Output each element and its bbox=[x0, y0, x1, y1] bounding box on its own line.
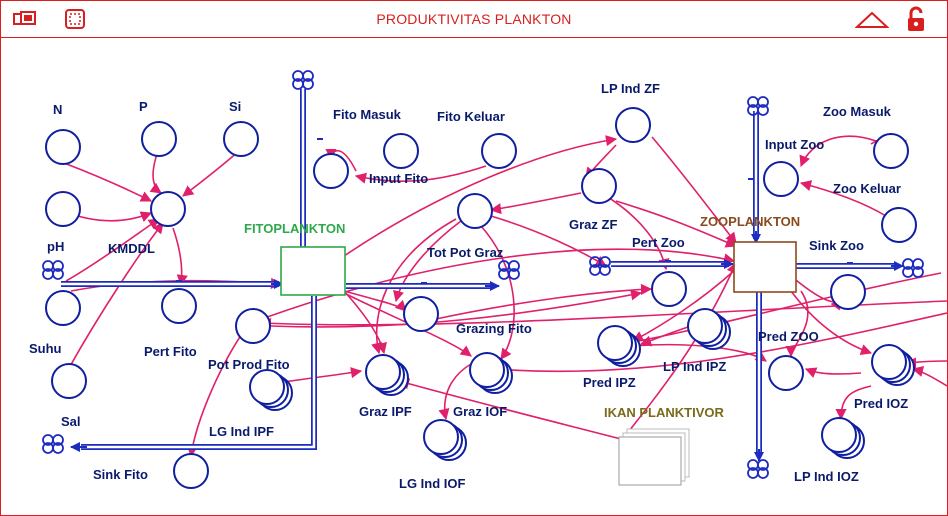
triangle-up-icon[interactable] bbox=[855, 11, 889, 29]
layers-icon[interactable] bbox=[13, 9, 37, 29]
window-title: PRODUKTIVITAS PLANKTON bbox=[376, 11, 572, 27]
label-pot-prod-fito: Pot Prod Fito bbox=[208, 357, 290, 372]
cloud-icon bbox=[498, 260, 520, 280]
labels: N P Si pH KMDDL Suhu Pert Fito Pot Prod … bbox=[29, 81, 908, 491]
label-lp-ind-zf: LP Ind ZF bbox=[601, 81, 660, 96]
label-kmddl: KMDDL bbox=[108, 241, 155, 256]
converter-input-fito bbox=[313, 153, 349, 189]
converter-suhu bbox=[51, 363, 87, 399]
converter-pred-ioz bbox=[871, 344, 915, 386]
converter-graz-zf bbox=[581, 168, 617, 204]
flows bbox=[61, 89, 904, 462]
zooplankton-stock[interactable] bbox=[733, 241, 797, 293]
converter-pred-zoo bbox=[768, 355, 804, 391]
converter-pert-zoo bbox=[651, 271, 687, 307]
label-zoo-keluar: Zoo Keluar bbox=[833, 181, 901, 196]
label-input-fito: Input Fito bbox=[369, 171, 428, 186]
label-tot-pot-graz: Tot Pot Graz bbox=[427, 245, 504, 260]
converter-fito-keluar bbox=[481, 133, 517, 169]
converter-zoo-keluar bbox=[881, 207, 917, 243]
label-fitoplankton: FITOPLANKTON bbox=[244, 221, 345, 236]
fitoplankton-stock[interactable] bbox=[280, 246, 346, 296]
converter-lg-ind-iof bbox=[423, 419, 467, 461]
converter-lp-ind-ioz bbox=[821, 417, 865, 459]
converter-pert-fito bbox=[161, 288, 197, 324]
converter-input-zoo bbox=[763, 161, 799, 197]
cloud-icon bbox=[292, 70, 314, 90]
cloud-icon bbox=[747, 459, 769, 479]
converter-tot-pot-graz bbox=[457, 193, 493, 229]
converter-lg-ind-ipf bbox=[249, 369, 293, 411]
converter-kmddl bbox=[150, 191, 186, 227]
converter-si bbox=[223, 121, 259, 157]
converter-lp-ind-ipz bbox=[687, 308, 731, 350]
stock-flow-diagram: N P Si pH KMDDL Suhu Pert Fito Pot Prod … bbox=[29, 70, 947, 491]
label-input-zoo: Input Zoo bbox=[765, 137, 824, 152]
cloud-icon bbox=[42, 434, 64, 454]
arrayed-converters[interactable] bbox=[249, 308, 915, 461]
label-pred-ioz: Pred IOZ bbox=[854, 396, 908, 411]
label-fito-masuk: Fito Masuk bbox=[333, 107, 402, 122]
label-zoo-masuk: Zoo Masuk bbox=[823, 104, 892, 119]
label-graz-ipf: Graz IPF bbox=[359, 404, 412, 419]
converter-pert-input bbox=[45, 290, 81, 326]
label-lg-ind-iof: LG Ind IOF bbox=[399, 476, 465, 491]
label-graz-iof: Graz IOF bbox=[453, 404, 507, 419]
label-suhu: Suhu bbox=[29, 341, 62, 356]
label-pred-ipz: Pred IPZ bbox=[583, 375, 636, 390]
label-zooplankton: ZOOPLANKTON bbox=[700, 214, 800, 229]
lock-open-icon[interactable] bbox=[906, 6, 926, 32]
label-lp-ind-ipz: LP Ind IPZ bbox=[663, 359, 726, 374]
converter-lp-ind-zf bbox=[615, 107, 651, 143]
label-sink-zoo: Sink Zoo bbox=[809, 238, 864, 253]
ikan-planktivor-stock[interactable] bbox=[618, 428, 690, 486]
label-fito-keluar: Fito Keluar bbox=[437, 109, 505, 124]
cloud-icon bbox=[589, 256, 611, 276]
converter-grazing-fito bbox=[403, 296, 439, 332]
label-sal: Sal bbox=[61, 414, 81, 429]
select-icon[interactable] bbox=[65, 9, 85, 29]
clouds bbox=[42, 70, 924, 479]
converters[interactable] bbox=[45, 107, 917, 489]
converter-p bbox=[141, 121, 177, 157]
label-pred-zoo: Pred ZOO bbox=[758, 329, 819, 344]
converter-ph bbox=[45, 191, 81, 227]
label-pert-fito: Pert Fito bbox=[144, 344, 197, 359]
converter-sink-zoo bbox=[830, 274, 866, 310]
cloud-icon bbox=[42, 260, 64, 280]
cloud-icon bbox=[902, 258, 924, 278]
label-ikan-planktivor: IKAN PLANKTIVOR bbox=[604, 405, 725, 420]
label-p: P bbox=[139, 99, 148, 114]
converter-graz-ipf bbox=[365, 354, 409, 396]
label-graz-zf: Graz ZF bbox=[569, 217, 617, 232]
converter-pot-prod-fito bbox=[235, 308, 271, 344]
converter-graz-iof bbox=[469, 352, 513, 394]
label-lg-ind-ipf: LG Ind IPF bbox=[209, 424, 274, 439]
label-n: N bbox=[53, 102, 62, 117]
label-sink-fito: Sink Fito bbox=[93, 467, 148, 482]
converter-zoo-masuk bbox=[873, 133, 909, 169]
cloud-icon bbox=[747, 96, 769, 116]
converter-fito-masuk bbox=[383, 133, 419, 169]
converter-n bbox=[45, 129, 81, 165]
converter-pred-ipz bbox=[597, 325, 641, 367]
converter-sink-fito bbox=[173, 453, 209, 489]
label-si: Si bbox=[229, 99, 241, 114]
label-lp-ind-ioz: LP Ind IOZ bbox=[794, 469, 859, 484]
label-ph: pH bbox=[47, 239, 64, 254]
label-pert-zoo: Pert Zoo bbox=[632, 235, 685, 250]
title-bar: PRODUKTIVITAS PLANKTON bbox=[1, 1, 947, 38]
label-grazing-fito: Grazing Fito bbox=[456, 321, 532, 336]
